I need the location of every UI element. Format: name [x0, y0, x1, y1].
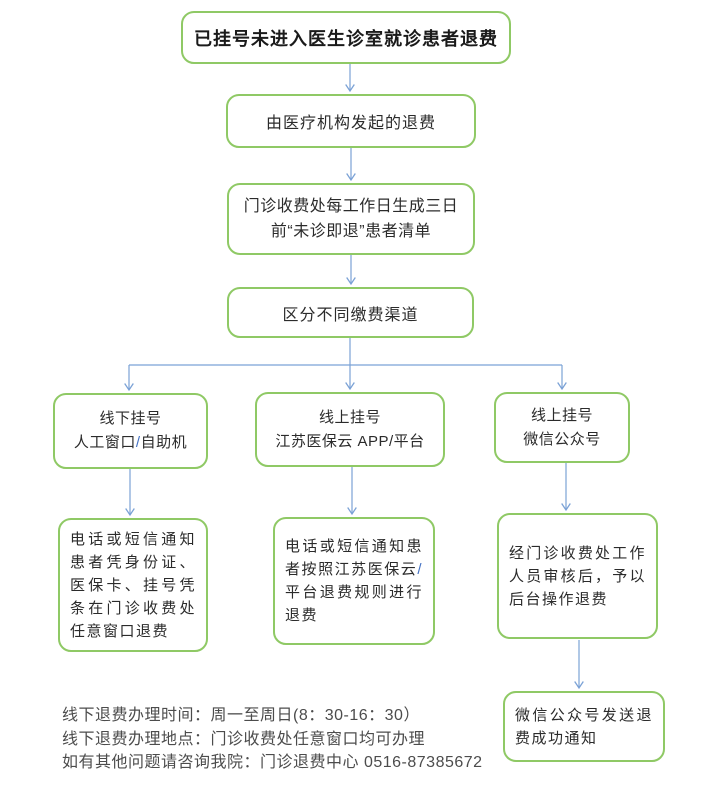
- node-org-refund: 由医疗机构发起的退费: [226, 94, 476, 148]
- node-channel-split-label: 区分不同缴费渠道: [282, 306, 419, 324]
- note-refund-location: 线下退费办理地点：门诊收费处任意窗口均可办理: [62, 730, 426, 748]
- node-text-line: 线上挂号: [530, 406, 593, 424]
- note-refund-hours: 线下退费办理时间：周一至周日(8：30-16：30）: [62, 707, 420, 724]
- node-app-registration: 线上挂号江苏医保云 APP/平台: [255, 392, 445, 467]
- node-wechat-registration: 线上挂号微信公众号: [494, 392, 630, 463]
- node-text-line: 前“未诊即退”患者清单: [270, 223, 432, 240]
- node-text-line: 门诊收费处每工作日生成三日: [243, 198, 459, 215]
- node-channel-split: 区分不同缴费渠道: [227, 287, 474, 338]
- node-generate-list: 门诊收费处每工作日生成三日前“未诊即退”患者清单: [227, 183, 475, 255]
- node-offline-refund-detail-text: 电话或短信通知患者凭身份证、医保卡、挂号凭条在门诊收费处任意窗口退费: [70, 530, 196, 640]
- node-offline-refund-detail: 电话或短信通知患者凭身份证、医保卡、挂号凭条在门诊收费处任意窗口退费: [58, 518, 208, 652]
- node-offline-registration: 线下挂号人工窗口/自助机: [53, 393, 208, 469]
- note-contact-phone: 如有其他问题请咨询我院：门诊退费中心 0516-87385672: [62, 754, 483, 771]
- node-text-line: 江苏医保云 APP/平台: [275, 432, 425, 450]
- node-app-refund-detail-text: 电话或短信通知患者按照江苏医保云/平台退费规则进行退费: [285, 538, 423, 624]
- node-staff-review: 经门诊收费处工作人员审核后，予以后台操作退费: [497, 513, 658, 639]
- footer-notes: 线下退费办理时间：周一至周日(8：30-16：30） 线下退费办理地点：门诊收费…: [62, 704, 483, 775]
- node-staff-review-text: 经门诊收费处工作人员审核后，予以后台操作退费: [509, 544, 646, 608]
- node-title-label: 已挂号未进入医生诊室就诊患者退费: [194, 28, 498, 49]
- node-text-line: 微信公众号: [523, 430, 601, 448]
- node-wechat-success-notice-text: 微信公众号发送退费成功通知: [515, 706, 653, 747]
- node-title: 已挂号未进入医生诊室就诊患者退费: [181, 11, 511, 64]
- node-text-line: 人工窗口/自助机: [73, 434, 188, 451]
- node-app-refund-detail: 电话或短信通知患者按照江苏医保云/平台退费规则进行退费: [273, 517, 435, 645]
- node-text-line: 线上挂号: [318, 408, 381, 426]
- node-org-refund-label: 由医疗机构发起的退费: [265, 115, 436, 132]
- node-text-line: 线下挂号: [99, 410, 162, 427]
- node-wechat-success-notice: 微信公众号发送退费成功通知: [503, 691, 665, 762]
